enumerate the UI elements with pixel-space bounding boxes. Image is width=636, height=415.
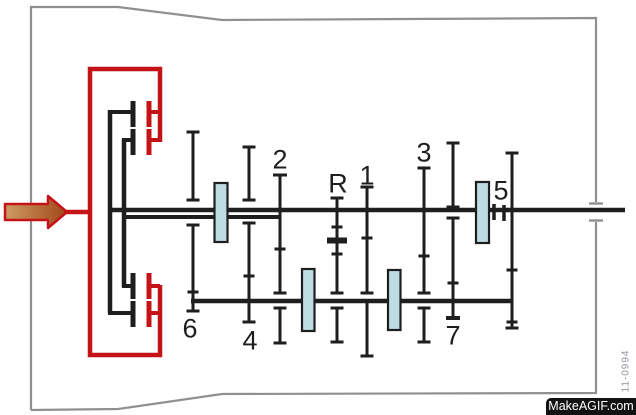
figure-code-watermark: 11-0994 <box>620 349 632 393</box>
synchronizer-counter-right <box>386 268 402 332</box>
gear-5-label: 5 <box>493 175 509 206</box>
drum-outline <box>87 66 163 358</box>
housing-outline <box>29 5 603 412</box>
clutch-output-members <box>107 101 136 327</box>
clutch-drum <box>64 66 163 358</box>
gear-2-label: 2 <box>272 144 288 175</box>
gear-7-label: 7 <box>445 320 461 351</box>
gear-5-column <box>492 151 519 330</box>
input-torque-arrow-icon <box>3 194 69 230</box>
gear-1-label: 1 <box>359 160 375 191</box>
housing-outline-lower <box>30 222 598 412</box>
gear-3-column <box>417 166 431 344</box>
reverse-gear-column <box>327 196 347 344</box>
gear-R-label: R <box>328 168 348 199</box>
synchronizer-input-shaft <box>213 181 229 244</box>
gear-2-pair <box>273 173 287 345</box>
gear-3-label: 3 <box>416 137 432 168</box>
synchronizer-gear5 <box>474 180 491 245</box>
gear-4-pair <box>242 145 256 324</box>
gear-4-label: 4 <box>242 325 258 356</box>
gear-7-pair <box>446 141 460 320</box>
gear-6-label: 6 <box>182 313 198 344</box>
makeagif-watermark-badge[interactable]: MakeAGIF.com <box>546 398 636 415</box>
gear-6-pair <box>186 130 200 313</box>
housing-outline-upper <box>29 5 598 410</box>
gear-1-column <box>360 185 374 358</box>
synchronizer-counter-left <box>300 267 316 333</box>
